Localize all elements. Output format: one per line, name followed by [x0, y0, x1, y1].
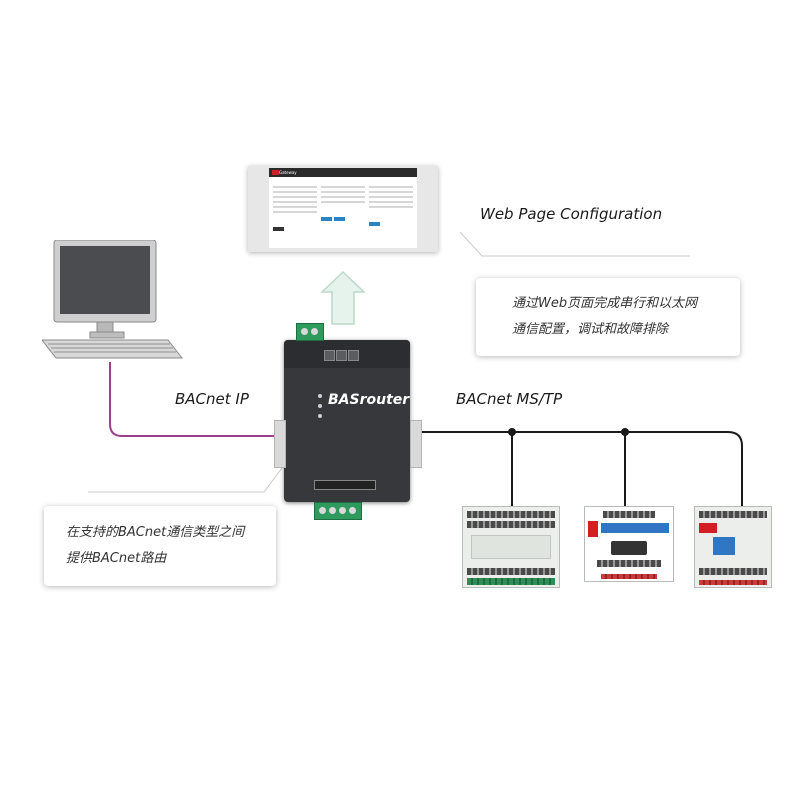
gateway-title: Gateway — [279, 170, 297, 175]
routing-note-line-1: 在支持的BACnet通信类型之间 — [66, 525, 245, 540]
top-terminal-block — [296, 323, 324, 341]
routing-note: 在支持的BACnet通信类型之间 提供BACnet路由 — [44, 506, 276, 586]
mstp-controller-1 — [462, 506, 560, 588]
web-config-note: 通过Web页面完成串行和以太网 通信配置，调试和故障排除 — [476, 278, 740, 356]
web-leader-line — [459, 231, 690, 257]
bacnet-mstp-bus — [410, 431, 743, 508]
bacnet-ip-label: BACnet IP — [175, 390, 249, 408]
mstp-junction-1 — [508, 428, 516, 436]
bas-router-device: BASrouter — [274, 323, 422, 520]
router-brand: BASrouter — [328, 392, 410, 408]
mstp-junction-2 — [621, 428, 629, 436]
web-config-label: Web Page Configuration — [480, 205, 663, 223]
bottom-terminal-block — [314, 502, 362, 520]
routing-leader-line — [88, 467, 283, 493]
mstp-controller-3 — [694, 506, 772, 588]
routing-note-line-2: 提供BACnet路由 — [66, 551, 167, 566]
gateway-logo-icon — [272, 170, 279, 175]
web-note-line-1: 通过Web页面完成串行和以太网 — [512, 296, 698, 311]
bacnet-ip-link — [109, 362, 286, 437]
web-config-screenshot: Gateway — [248, 166, 438, 252]
computer-icon — [42, 240, 184, 359]
mstp-controller-2 — [584, 506, 674, 582]
bacnet-mstp-label: BACnet MS/TP — [456, 390, 563, 408]
config-arrow — [320, 270, 366, 325]
web-note-line-2: 通信配置，调试和故障排除 — [512, 322, 669, 337]
